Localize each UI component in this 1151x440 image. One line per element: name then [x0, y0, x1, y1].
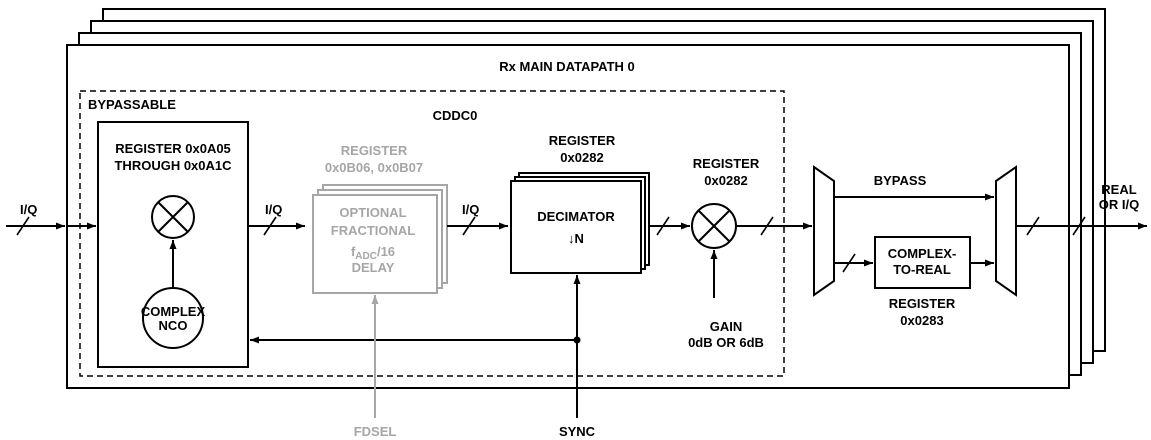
c2r-register-line1: REGISTER	[889, 296, 956, 311]
decimator-block	[510, 180, 642, 274]
gain-output-bus-slash	[760, 216, 774, 236]
decimator-output-bus-slash	[656, 216, 670, 236]
decimator-label: DECIMATOR	[537, 209, 615, 224]
gain-mixer-icon	[691, 203, 737, 249]
fdsel-label: FDSEL	[354, 424, 397, 439]
iq-label-1: I/Q	[265, 202, 282, 217]
cddc-region	[79, 90, 785, 377]
gain-line2: 0dB OR 6dB	[688, 335, 764, 350]
c2r-register-line2: 0x0283	[900, 313, 943, 328]
gain-line1: GAIN	[710, 319, 743, 334]
c2r-line1: COMPLEX-	[888, 246, 957, 261]
nco-output-bus-slash	[263, 216, 277, 236]
iq-label-2: I/Q	[462, 202, 479, 217]
decimator-register-line1: REGISTER	[549, 133, 616, 148]
delay-sub: ADC	[355, 251, 377, 262]
bypassable-label: BYPASSABLE	[88, 97, 176, 112]
complex-nco-oscillator	[142, 287, 204, 349]
gain-register-line1: REGISTER	[693, 156, 760, 171]
input-label: I/Q	[20, 202, 37, 217]
gain-register-line2: 0x0282	[704, 173, 747, 188]
nco-mixer-icon	[151, 195, 195, 239]
delay-div: /16	[377, 244, 395, 259]
delay-register-line1: REGISTER	[341, 143, 408, 158]
output-bus-slash-2	[1072, 216, 1086, 236]
delay-line4: DELAY	[352, 260, 395, 275]
nco-label-line2: NCO	[159, 318, 188, 333]
nco-register-line1: REGISTER 0x0A05	[115, 141, 231, 156]
cddc-title: CDDC0	[433, 108, 478, 123]
delay-line1: OPTIONAL	[339, 205, 406, 220]
decimator-register-line2: 0x0282	[560, 150, 603, 165]
nco-register-line2: THROUGH 0x0A1C	[114, 158, 232, 173]
input-bus-slash	[16, 216, 30, 236]
output-bus-slash-1	[1026, 216, 1040, 236]
input-demux	[813, 165, 835, 297]
output-label-line1: REAL	[1101, 182, 1136, 197]
c2r-line2: TO-REAL	[893, 262, 951, 277]
nco-label-line1: COMPLEX	[141, 304, 206, 319]
delay-line3: fADC/16	[351, 244, 395, 262]
sync-label: SYNC	[559, 424, 596, 439]
delay-register-line2: 0x0B06, 0x0B07	[325, 160, 423, 175]
mux-to-c2r-bus-slash	[842, 253, 856, 273]
delay-f: f	[351, 244, 356, 259]
output-label-line2: OR I/Q	[1099, 197, 1139, 212]
bypass-label: BYPASS	[874, 173, 927, 188]
main-title: Rx MAIN DATAPATH 0	[499, 59, 635, 74]
delay-line2: FRACTIONAL	[331, 223, 416, 238]
output-mux	[995, 165, 1017, 297]
delay-output-bus-slash	[462, 216, 476, 236]
fractional-delay-block	[312, 194, 438, 294]
decimator-n: ↓N	[568, 231, 584, 246]
